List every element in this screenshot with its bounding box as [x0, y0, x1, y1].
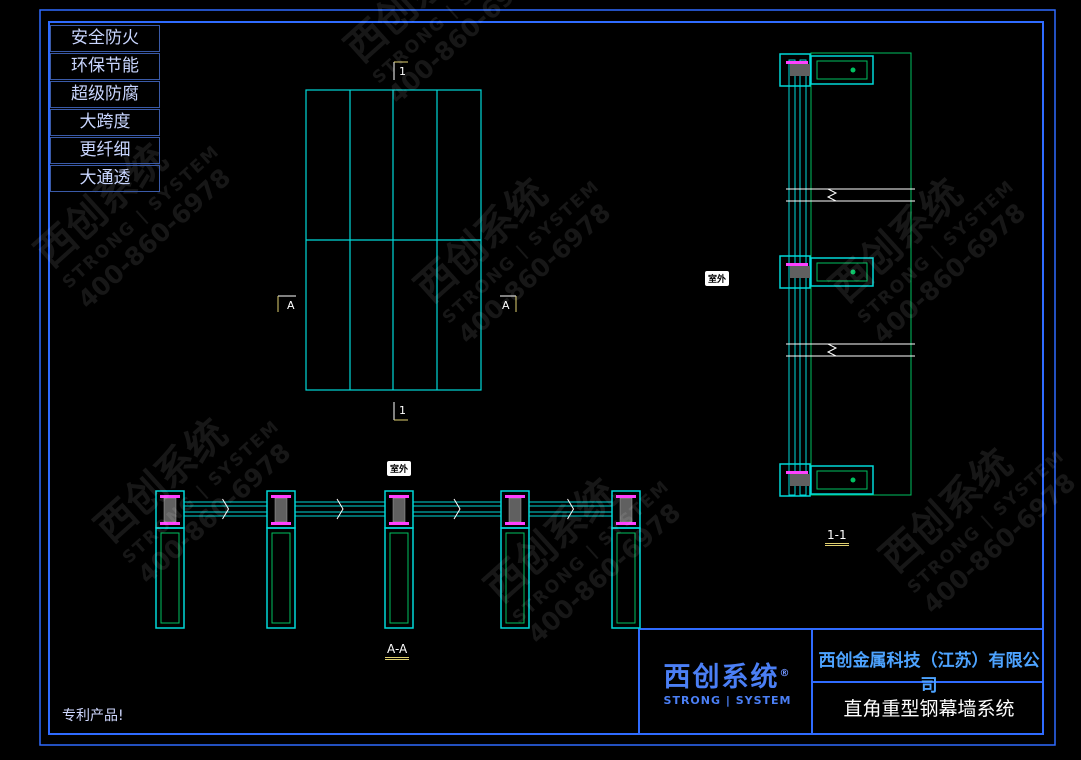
pressure-plate — [790, 64, 810, 76]
break-mark — [453, 498, 461, 520]
pressure-plate — [790, 474, 810, 486]
company-logo: 西创系统® — [663, 662, 792, 693]
transom-tube — [810, 257, 874, 287]
break-mark — [567, 498, 575, 520]
break-mark — [826, 343, 838, 357]
steel-tube — [266, 527, 296, 629]
transom-tube — [810, 465, 874, 495]
steel-tube-inner — [160, 532, 180, 624]
gasket — [786, 263, 808, 266]
section-11-view — [779, 52, 915, 497]
gasket — [389, 522, 409, 525]
outdoor-tag-plan: 室外 — [387, 461, 412, 476]
section-marker-lines — [277, 61, 517, 421]
transom-tube-inner — [816, 470, 868, 490]
section-marker-1-bottom: 1 — [399, 404, 406, 417]
pressure-plate — [274, 497, 288, 523]
company-logo-en: STRONG | SYSTEM — [663, 694, 792, 707]
gasket — [786, 61, 808, 64]
transom-tube-inner — [816, 60, 868, 80]
steel-tube-inner — [389, 532, 409, 624]
feature-transparent: 大通透 — [50, 165, 160, 192]
feature-energy-saving: 环保节能 — [50, 53, 160, 80]
transom-tube-inner — [816, 262, 868, 282]
mullion-head — [155, 490, 185, 529]
steel-tube-inner — [271, 532, 291, 624]
bolt — [850, 67, 856, 73]
steel-tube-inner — [616, 532, 636, 624]
feature-fireproof: 安全防火 — [50, 25, 160, 52]
section-marker-1-top: 1 — [399, 65, 406, 78]
mullion-head — [611, 490, 641, 529]
gasket — [786, 471, 808, 474]
outer-border — [39, 9, 1056, 746]
feature-slender: 更纤细 — [50, 137, 160, 164]
title-block — [638, 628, 1044, 735]
gasket — [271, 495, 291, 498]
inner-border — [48, 21, 1044, 735]
feature-anticorrosion: 超级防腐 — [50, 81, 160, 108]
gasket — [616, 495, 636, 498]
gasket — [505, 522, 525, 525]
gasket — [160, 495, 180, 498]
pressure-plate — [392, 497, 406, 523]
break-mark — [336, 498, 344, 520]
bolt — [850, 269, 856, 275]
gasket — [505, 495, 525, 498]
section-marker-a-right: A — [502, 299, 510, 312]
steel-tube — [384, 527, 414, 629]
mullion-head — [384, 490, 414, 529]
pressure-plate — [790, 266, 810, 278]
break-mark — [826, 188, 838, 202]
section-label-11: 1-1 — [825, 528, 849, 546]
gasket — [389, 495, 409, 498]
elevation-view — [305, 89, 482, 391]
mullion-head — [266, 490, 296, 529]
section-label-aa: A-A — [385, 642, 410, 660]
gasket — [271, 522, 291, 525]
mullion-head — [500, 490, 530, 529]
section-aa-view — [155, 490, 641, 629]
drawing-title: 直角重型钢幕墙系统 — [843, 698, 1015, 720]
pressure-plate — [508, 497, 522, 523]
steel-tube-inner — [505, 532, 525, 624]
bolt — [850, 477, 856, 483]
patent-note: 专利产品! — [62, 708, 124, 724]
gasket — [616, 522, 636, 525]
section-marker-a-left: A — [287, 299, 295, 312]
outdoor-tag-vertical: 室外 — [705, 271, 730, 286]
company-name: 西创金属科技（江苏）有限公司 — [818, 651, 1040, 696]
feature-large-span: 大跨度 — [50, 109, 160, 136]
transom-tube — [810, 55, 874, 85]
gasket — [160, 522, 180, 525]
break-mark — [222, 498, 230, 520]
